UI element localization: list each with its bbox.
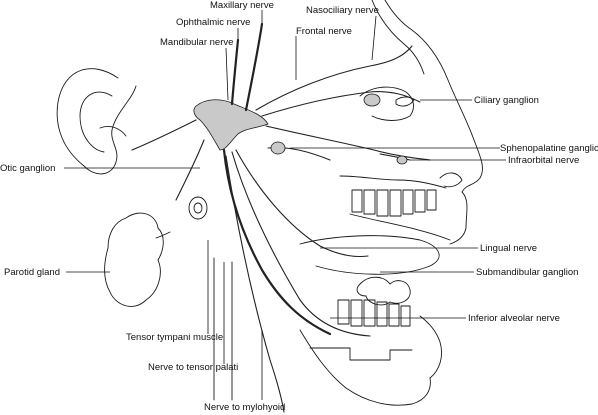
label-lingual-nerve: Lingual nerve <box>480 243 537 254</box>
label-mandibular-nerve: Mandibular nerve <box>160 37 233 48</box>
auriculotemporal-branch <box>131 119 197 151</box>
parotid-duct <box>155 231 171 239</box>
eye <box>395 96 415 107</box>
label-maxillary-nerve: Maxillary nerve <box>210 0 274 11</box>
label-infraorbital-nerve: Infraorbital nerve <box>508 155 579 166</box>
maxilla <box>339 175 447 189</box>
mylohyoid-path <box>225 155 285 413</box>
face-profile <box>384 0 483 245</box>
parotid-gland <box>104 212 164 307</box>
lower-teeth <box>337 299 411 327</box>
label-inferior-alveolar-nerve: Inferior alveolar nerve <box>468 313 560 324</box>
lingual-nerve-path <box>235 149 369 258</box>
ear-outline <box>56 68 137 175</box>
label-ciliary-ganglion: Ciliary ganglion <box>474 95 539 106</box>
ear-inner <box>79 91 113 153</box>
label-nerve-to-tensor-palati: Nerve to tensor palati <box>148 362 238 373</box>
ophthalmic-nerve-trunk <box>230 38 240 106</box>
nasociliary-nerve-branch <box>261 91 421 117</box>
leader-lines <box>64 10 506 400</box>
frontal-nerve-branch <box>255 45 413 111</box>
maxillary-nerve-trunk <box>244 22 264 112</box>
nose-inner <box>439 172 463 188</box>
orbit <box>359 86 414 121</box>
label-sphenopalatine-ganglion: Sphenopalatine ganglion <box>500 143 598 154</box>
ear-canal <box>99 125 127 137</box>
nasal-bone <box>371 0 425 75</box>
maxillary-to-face <box>265 125 431 161</box>
tensor-tympani-disc <box>193 202 203 214</box>
label-ophthalmic-nerve: Ophthalmic nerve <box>176 17 250 28</box>
trigeminal-ganglion <box>193 99 269 151</box>
label-nasociliary-nerve: Nasociliary nerve <box>306 5 379 16</box>
infraorbital-ganglion <box>396 155 408 165</box>
inferior-alveolar-path <box>231 151 371 337</box>
label-frontal-nerve: Frontal nerve <box>296 26 352 37</box>
palate <box>349 213 451 241</box>
label-otic-ganglion: Otic ganglion <box>0 163 55 174</box>
sphenopalatine-ganglion <box>270 141 286 155</box>
label-tensor-tympani-muscle: Tensor tympani muscle <box>126 332 223 343</box>
label-submandibular-ganglion: Submandibular ganglion <box>476 267 578 278</box>
label-nerve-to-mylohyoid: Nerve to mylohyoid <box>204 402 285 413</box>
submandibular-gland <box>356 276 411 306</box>
mandible-canal <box>309 347 413 361</box>
otic-branch <box>175 139 205 201</box>
tongue <box>299 235 440 275</box>
infraorbital-branch <box>379 153 411 161</box>
mandible <box>299 329 431 406</box>
ciliary-ganglion <box>363 93 381 107</box>
chin <box>419 315 442 379</box>
upper-teeth <box>351 189 437 217</box>
mandibular-trunk <box>222 148 332 336</box>
label-parotid-gland: Parotid gland <box>4 267 60 278</box>
